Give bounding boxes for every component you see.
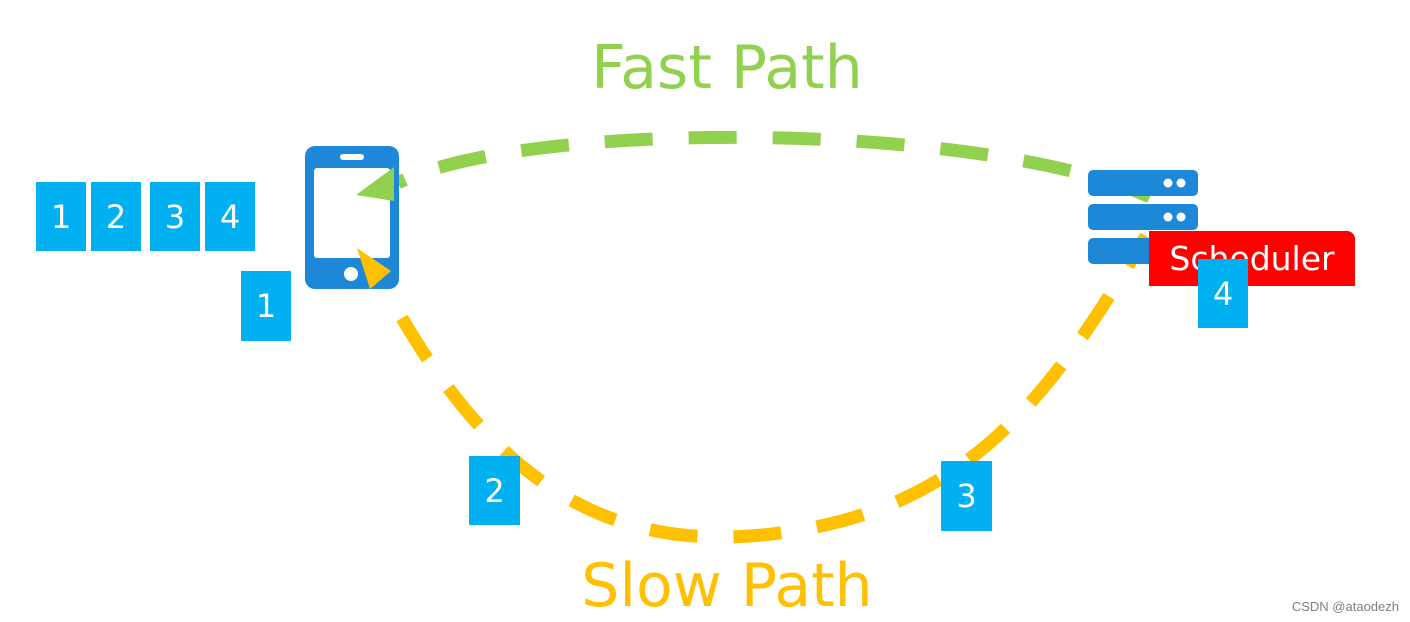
queue-item: 3 xyxy=(150,182,200,251)
step-3-box: 3 xyxy=(941,461,992,531)
watermark: CSDN @ataodezh xyxy=(1291,599,1399,614)
step-4-box: 4 xyxy=(1198,259,1248,328)
server-icon xyxy=(1088,170,1198,264)
queue-item: 1 xyxy=(36,182,86,251)
queue-item: 4 xyxy=(205,182,255,251)
slow-path-arrowhead xyxy=(357,248,391,289)
scheduler-label: Scheduler xyxy=(1149,231,1355,286)
slow-path-title: Slow Path xyxy=(581,551,873,621)
fast-path-arrowhead xyxy=(356,167,394,201)
fast-path-title: Fast Path xyxy=(591,33,863,103)
queue-item: 2 xyxy=(91,182,141,251)
step-1-box: 1 xyxy=(241,271,291,341)
step-2-box: 2 xyxy=(469,456,520,525)
fast-path-arc xyxy=(395,130,1153,203)
